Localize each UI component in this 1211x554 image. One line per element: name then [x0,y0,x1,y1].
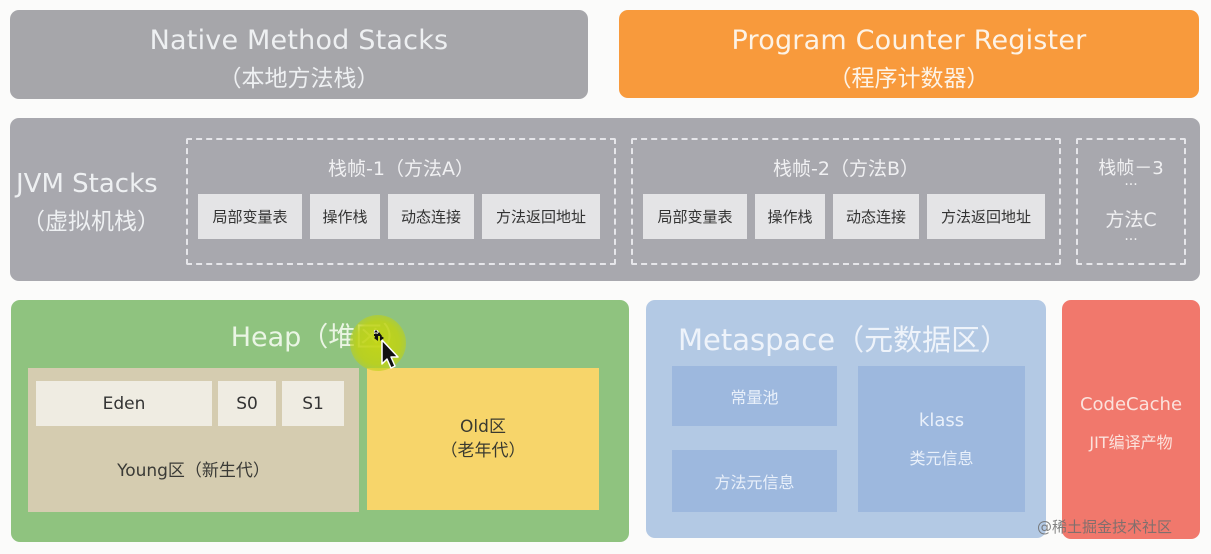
watermark: @稀土掘金技术社区 [1037,518,1173,536]
metaspace-title: Metaspace（元数据区） [678,323,1010,357]
local-variable-table: 局部变量表 [643,194,747,239]
method-metadata-label: 方法元信息 [714,473,795,492]
jvm-stacks-block: JVM Stacks （虚拟机栈） 栈帧-1（方法A） 局部变量表 操作栈 动态… [10,118,1200,281]
program-counter-register-subtitle: （程序计数器） [828,66,990,92]
stack-frame-2: 栈帧-2（方法B） 局部变量表 操作栈 动态连接 方法返回地址 [631,138,1061,265]
eden-space: Eden [36,381,212,426]
local-variable-table: 局部变量表 [198,194,302,239]
stack-frame-title: 栈帧-1（方法A） [328,158,474,180]
old-generation: Old区 （老年代） [367,368,599,510]
method-metadata: 方法元信息 [672,450,837,512]
constant-pool-label: 常量池 [730,388,779,407]
stack-frame-title: 栈帧-2（方法B） [773,158,919,180]
old-generation-label: Old区 [460,417,506,437]
native-method-stacks-block: Native Method Stacks （本地方法栈） [10,10,588,99]
heap-title: Heap（堆区） [230,322,410,353]
move-cursor-icon [374,330,399,369]
young-generation: Eden S0 S1 Young区（新生代） [28,368,359,512]
jvm-stacks-subtitle: （虚拟机栈） [22,209,160,235]
dynamic-linking: 动态连接 [833,194,919,239]
survivor-1: S1 [282,381,344,426]
stack-frame-3: 栈帧－3 ··· 方法C ··· [1076,138,1186,265]
return-address: 方法返回地址 [927,194,1045,239]
return-address: 方法返回地址 [482,194,600,239]
klass-metadata: klass 类元信息 [858,366,1025,512]
metaspace-block: Metaspace（元数据区） 常量池 方法元信息 klass 类元信息 [646,300,1046,538]
operand-stack: 操作栈 [310,194,380,239]
code-cache-block: CodeCache JIT编译产物 [1062,300,1200,539]
code-cache-title: CodeCache [1079,394,1183,415]
stack-frame-method: 方法C [1105,209,1157,231]
program-counter-register-title: Program Counter Register [731,25,1087,56]
operand-stack: 操作栈 [755,194,825,239]
code-cache-subtitle: JIT编译产物 [1089,433,1173,452]
heap-block: Heap（堆区） Eden S0 S1 Young区（新生代） Old区 （老年… [11,300,629,542]
dynamic-linking: 动态连接 [388,194,474,239]
native-method-stacks-subtitle: （本地方法栈） [218,66,380,92]
cursor-highlight [350,315,406,371]
ellipsis-top: ··· [1124,177,1138,193]
ellipsis-bottom: ··· [1124,232,1138,248]
stack-frame-1: 栈帧-1（方法A） 局部变量表 操作栈 动态连接 方法返回地址 [186,138,616,265]
jvm-stacks-title: JVM Stacks [16,169,158,199]
native-method-stacks-title: Native Method Stacks [149,25,449,56]
klass-sublabel: 类元信息 [909,448,974,468]
old-generation-sublabel: （老年代） [440,441,526,461]
survivor-0: S0 [218,381,276,426]
program-counter-register-block: Program Counter Register （程序计数器） [619,10,1199,98]
klass-label: klass [918,409,965,431]
stack-frame-cells: 局部变量表 操作栈 动态连接 方法返回地址 [198,194,600,239]
young-generation-label: Young区（新生代） [117,461,270,481]
stack-frame-title: 栈帧－3 [1098,158,1164,179]
stack-frame-cells: 局部变量表 操作栈 动态连接 方法返回地址 [643,194,1045,239]
constant-pool: 常量池 [672,366,837,426]
